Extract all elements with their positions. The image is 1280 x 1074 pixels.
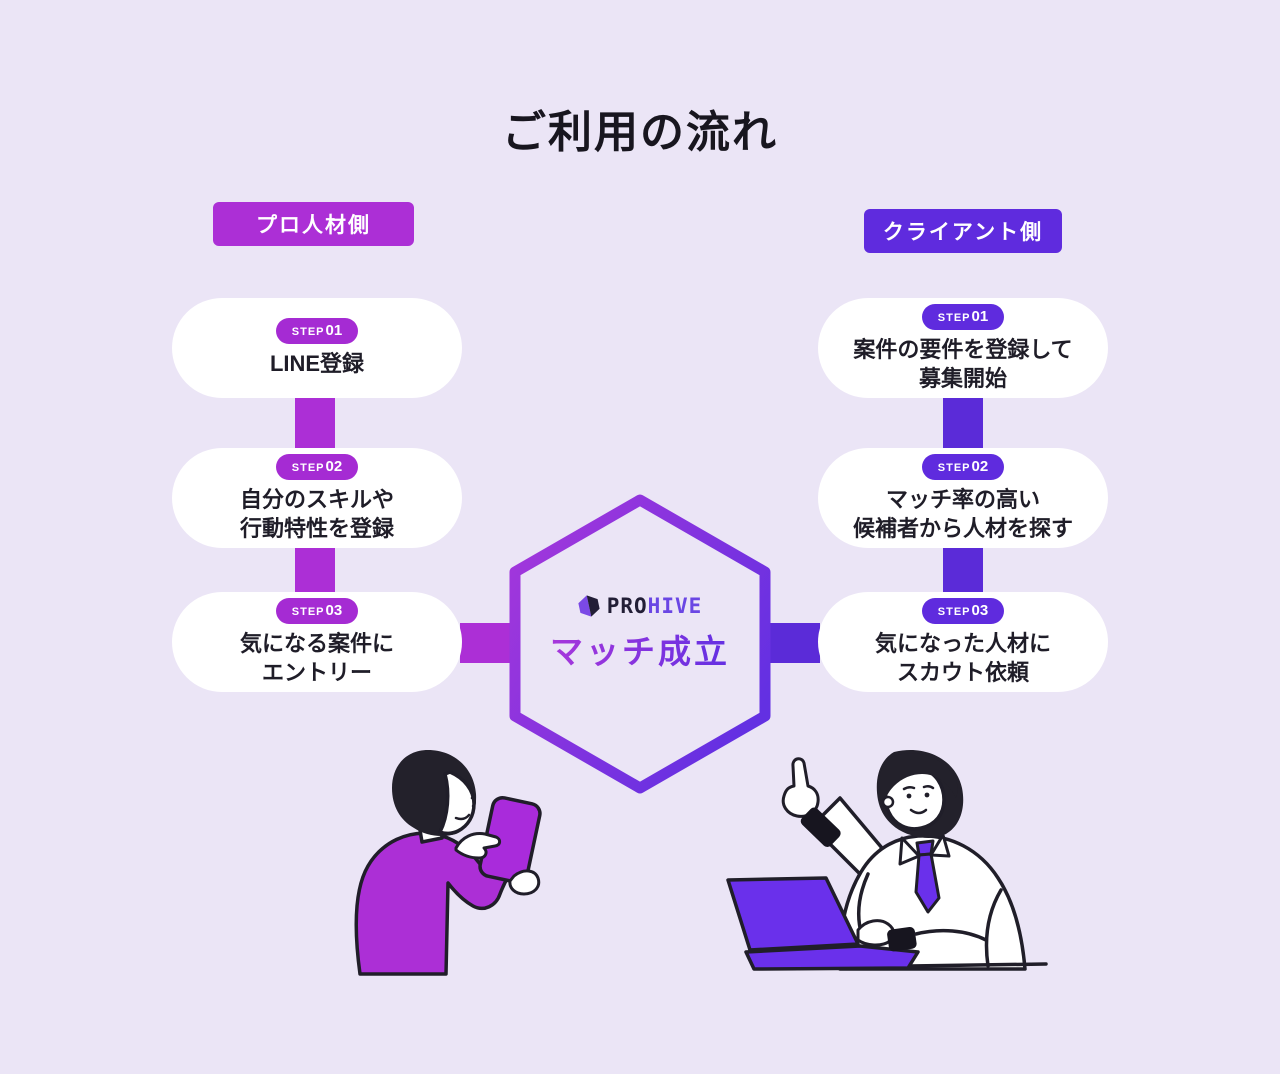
step-number: 03 [325, 601, 343, 619]
step-text: 自分のスキルや 行動特性を登録 [240, 485, 394, 543]
step-text-line: スカウト依頼 [896, 659, 1029, 685]
step-text-line: 自分のスキルや [239, 486, 394, 512]
connector-left-1 [295, 396, 335, 450]
page-title: ご利用の流れ [502, 108, 778, 157]
step-text: LINE登録 [270, 349, 364, 378]
step-text-line: 気になる案件に [239, 630, 394, 656]
step-text-line: 候補者から人材を探す [852, 515, 1073, 541]
logo-wordmark: PROHIVE [607, 594, 703, 618]
step-prefix: STEP [937, 461, 971, 474]
step-prefix: STEP [937, 311, 971, 324]
step-text-line: 行動特性を登録 [239, 515, 394, 541]
client-laptop-illustration [726, 749, 1048, 971]
connector-right-2 [943, 546, 983, 594]
connector-right-1 [943, 396, 983, 450]
step-number: 02 [971, 457, 989, 475]
step-number: 01 [325, 322, 343, 339]
step-text-line: 募集開始 [918, 365, 1007, 391]
logo-pro-text: PRO [606, 594, 648, 618]
step-number: 02 [325, 457, 343, 475]
step-text: 気になる案件に エントリー [240, 629, 394, 687]
match-established-label: マッチ成立 [550, 625, 730, 673]
step-text: 案件の要件を登録して 募集開始 [853, 335, 1072, 393]
step-text-line: 気になった人材に [874, 630, 1051, 656]
connector-left-to-hexagon [460, 623, 518, 663]
step-text-line: LINE登録 [269, 351, 365, 376]
client-side-badge: クライアント側 [864, 209, 1062, 253]
step-text-line: マッチ率の高い [885, 486, 1040, 512]
prohive-hexagon-icon [578, 595, 600, 617]
step-text: 気になった人材に スカウト依頼 [875, 629, 1051, 687]
step-prefix: STEP [937, 605, 971, 618]
step-text-line: 案件の要件を登録して [853, 336, 1073, 362]
step-text-line: エントリー [261, 659, 372, 685]
step-number: 01 [971, 307, 989, 325]
connector-left-2 [295, 546, 335, 594]
prohive-logo: PROHIVE [578, 594, 703, 618]
pro-talent-side-badge: プロ人材側 [213, 202, 414, 246]
step-number: 03 [971, 601, 989, 619]
person-smartphone-illustration [354, 750, 542, 976]
hexagon-content: PROHIVE マッチ成立 [515, 594, 765, 673]
step-prefix: STEP [291, 461, 325, 474]
connector-hexagon-to-right [762, 623, 820, 663]
step-prefix: STEP [291, 326, 325, 338]
match-hexagon [509, 494, 771, 794]
logo-hive-text: HIVE [647, 594, 703, 618]
step-prefix: STEP [291, 605, 325, 618]
step-text: マッチ率の高い 候補者から人材を探す [853, 485, 1073, 543]
